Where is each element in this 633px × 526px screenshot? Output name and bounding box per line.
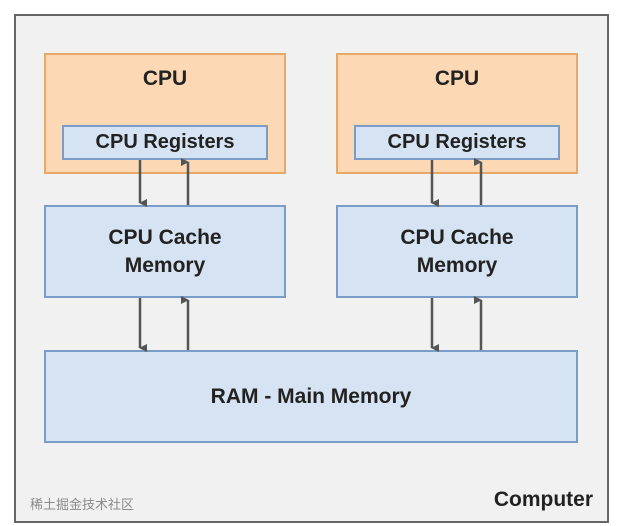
cpu-cache-1: CPU Cache Memory [44, 205, 286, 298]
cpu-registers-1: CPU Registers [62, 125, 268, 160]
computer-label: Computer [493, 488, 593, 511]
cpu-registers-2: CPU Registers [354, 125, 560, 160]
cpu-title: CPU [434, 67, 480, 90]
ram-main-memory: RAM - Main Memory [44, 350, 578, 443]
watermark: 稀土掘金技术社区 [30, 497, 135, 512]
cache-label: CPU Cache Memory [108, 225, 222, 277]
cpu-title: CPU [142, 67, 188, 90]
cpu-cache-2: CPU Cache Memory [336, 205, 578, 298]
cache-label: CPU Cache Memory [400, 225, 514, 277]
